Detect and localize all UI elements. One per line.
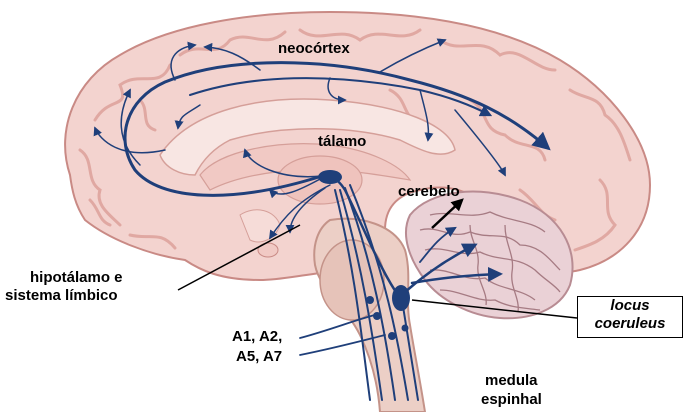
label-a-groups-line1: A1, A2, [232, 328, 282, 345]
locus-coeruleus-box: locus coeruleus [577, 296, 683, 338]
label-a-groups-line2: A5, A7 [236, 348, 282, 365]
locus-coeruleus-node [392, 285, 410, 311]
label-cerebellum: cerebelo [398, 183, 460, 200]
label-hypothalamus-line2: sistema límbico [5, 287, 118, 304]
label-locus-line1: locus [578, 297, 682, 315]
label-spinal-line2: espinhal [481, 391, 542, 408]
label-spinal-line1: medula [485, 372, 538, 389]
label-thalamus: tálamo [318, 133, 366, 150]
label-hypothalamus-line1: hipotálamo e [30, 269, 123, 286]
label-locus-line2: coeruleus [578, 315, 682, 333]
thalamus-node [318, 170, 342, 184]
label-neocortex: neocórtex [278, 40, 350, 57]
